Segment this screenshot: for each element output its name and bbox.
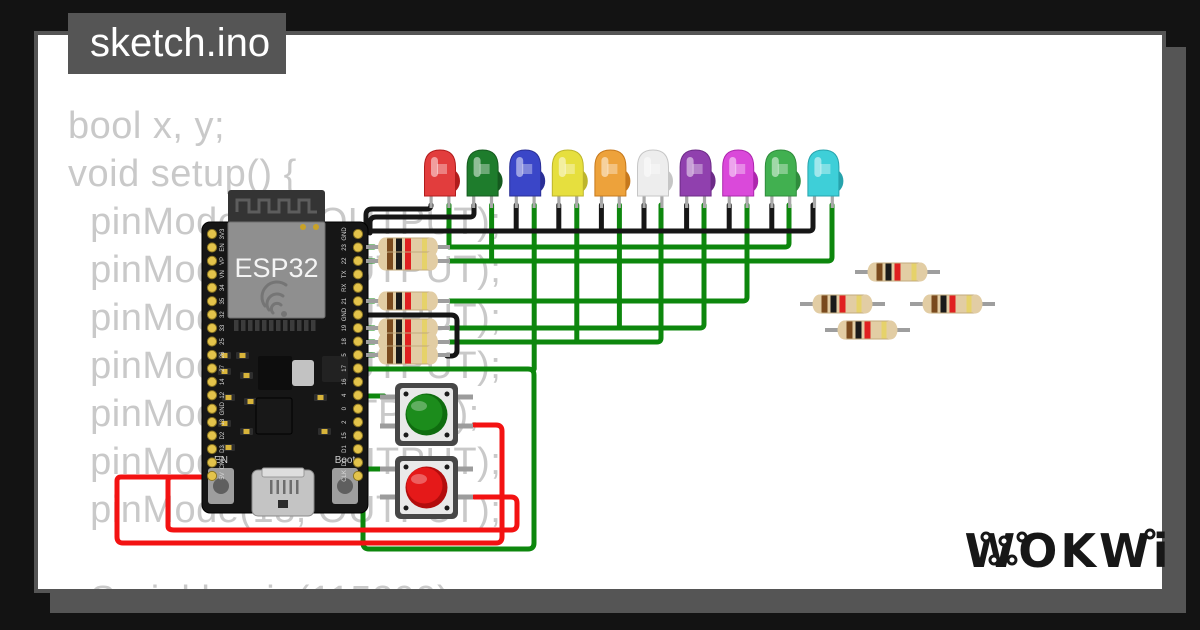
sketch-filename-tab[interactable]: sketch.ino [68,13,286,74]
code-line: pinMode(22, OUTPUT); [68,249,502,291]
code-line: Serial.begin(115200); [68,578,461,589]
code-line: pinMode(19, OUTPUT); [68,345,502,387]
sketch-filename-label: sketch.ino [90,21,271,65]
diagram-canvas: bool x, y; void setup() { pinMode(23, OUT… [34,31,1166,593]
code-line: pinMode(5, OUTPUT); [68,393,480,435]
code-line: pinMode(21, OUTPUT); [68,297,502,339]
code-line: pinMode(17, OUTPUT); [68,441,502,483]
code-line: bool x, y; [68,105,226,147]
code-line: pinMode(23, OUTPUT); [68,201,502,243]
code-line: void setup() { [68,153,297,195]
code-line: pinMode(18, OUTPUT); [68,489,502,531]
code-background: bool x, y; void setup() { pinMode(23, OUT… [38,35,1162,589]
